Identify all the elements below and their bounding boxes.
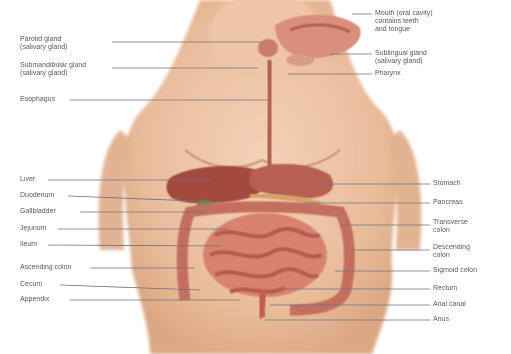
label-sigmoid-colon: Sigmoid colon	[433, 267, 477, 275]
label-jejunum: Jejunum	[20, 225, 46, 233]
esophagus-tube	[268, 60, 271, 175]
small-intestine	[203, 213, 327, 297]
label-liver: Liver	[20, 176, 35, 184]
label-gallbladder: Gallbladder	[20, 208, 56, 216]
label-esophagus: Esophagus	[20, 96, 55, 104]
label-mouth: Mouth (oral cavity)contains teethand ton…	[375, 10, 433, 34]
label-pancreas: Pancreas	[433, 199, 463, 207]
label-anal-canal: Anal canal	[433, 301, 466, 309]
label-rectum: Rectum	[433, 285, 457, 293]
label-descending-colon: Descendingcolon	[433, 244, 470, 260]
label-pharynx: Pharynx	[375, 70, 401, 78]
label-ileum: Ileum	[20, 241, 37, 249]
label-duodenum: Duodenum	[20, 192, 54, 200]
rectum-organ	[260, 290, 265, 318]
label-ascending-colon: Ascending colon	[20, 264, 71, 272]
label-anus: Anus	[433, 316, 449, 324]
label-cecum: Cecum	[20, 281, 42, 289]
label-stomach: Stomach	[433, 180, 461, 188]
label-sublingual-gland: Sublingual gland(salivary gland)	[375, 50, 427, 66]
label-appendix: Appendix	[20, 296, 49, 304]
label-transverse-colon: Transversecolon	[433, 219, 468, 235]
label-submandibular-gland: Submandibular gland(salivary gland)	[20, 62, 86, 78]
label-parotid-gland: Parotid gland(salivary gland)	[20, 36, 67, 52]
